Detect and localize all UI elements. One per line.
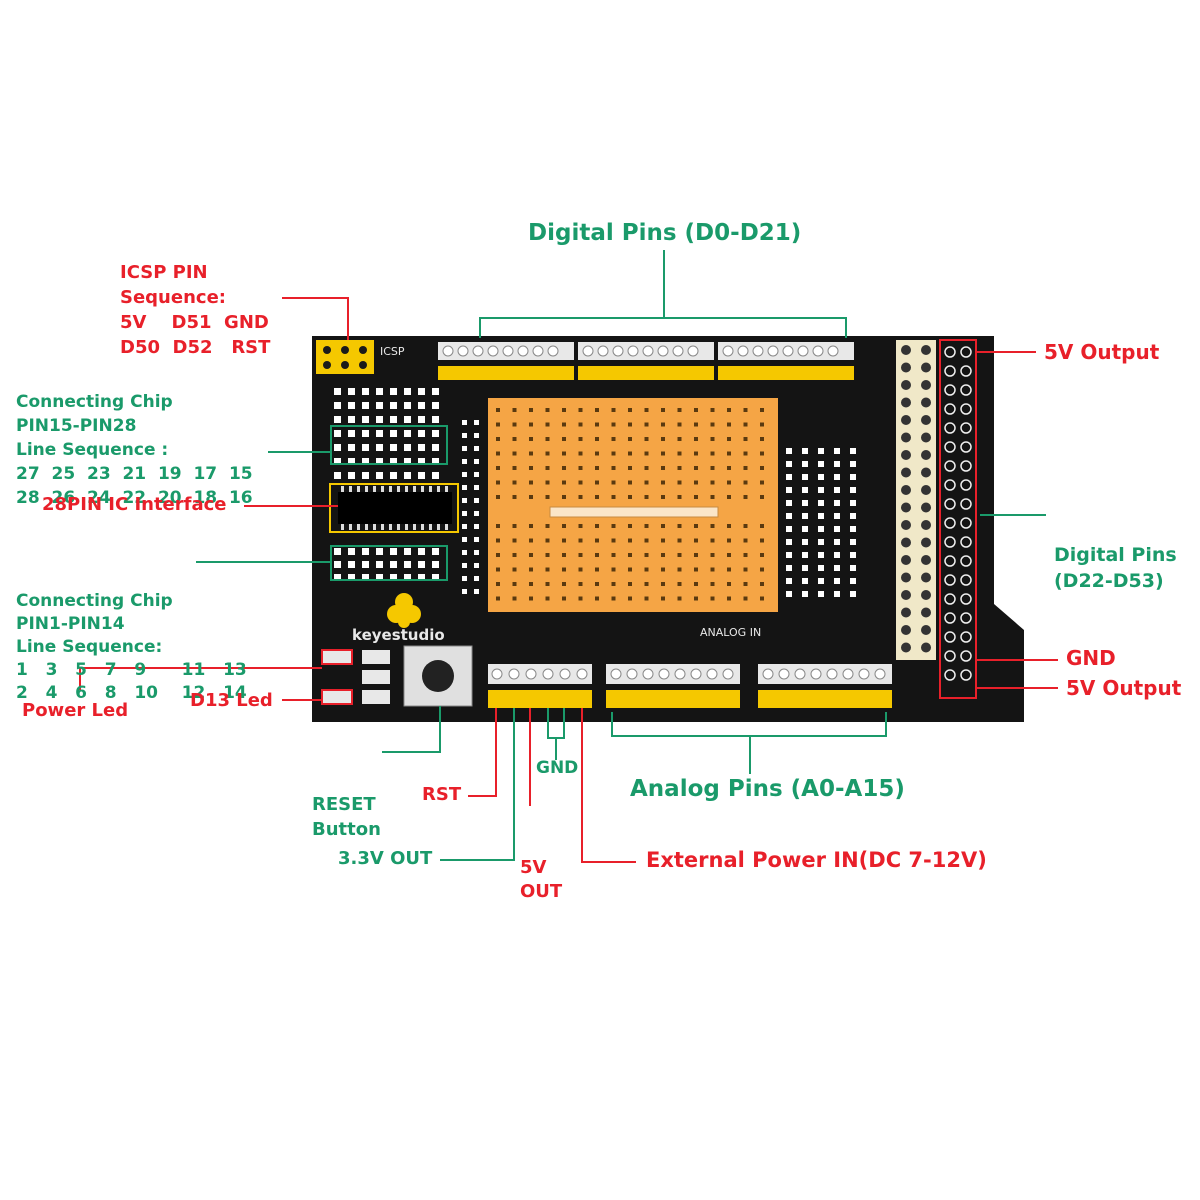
digital-double-header	[896, 340, 936, 660]
mini-breadboard	[488, 398, 778, 612]
analog-in-silk: ANALOG IN	[700, 626, 761, 639]
digital-right-female	[939, 339, 977, 699]
digital-top-line	[479, 317, 847, 338]
chip-high-box	[330, 425, 448, 465]
power-female	[488, 690, 592, 708]
brand-silk: keyestudio	[352, 626, 445, 644]
digital-top-label: Digital Pins (D0-D21)	[528, 220, 802, 246]
analog-label: Analog Pins (A0-A15)	[630, 776, 905, 802]
power-led	[321, 649, 353, 665]
icsp-line	[282, 297, 349, 340]
analog-female-2	[758, 690, 892, 708]
breadboard-channel	[549, 506, 719, 518]
ic-chip	[338, 492, 452, 524]
digital-female-3	[718, 366, 854, 380]
power-led-label: Power Led	[22, 700, 129, 721]
d13-led-label: D13 Led	[190, 690, 273, 711]
keyestudio-logo	[387, 593, 421, 628]
digital-female-1	[438, 366, 574, 380]
power-header	[488, 664, 592, 684]
digital-right-label: Digital Pins(D22-D53)	[1054, 544, 1177, 592]
analog-header-1	[606, 664, 740, 684]
gnd-right-label: GND	[1066, 646, 1116, 670]
d13-led	[321, 689, 353, 705]
five-v-bottom-label: 5V Output	[1066, 676, 1182, 700]
analog-header-2	[758, 664, 892, 684]
icsp-silk: ICSP	[380, 345, 405, 358]
ic-outline	[329, 483, 459, 533]
digital-female-2	[578, 366, 714, 380]
rst-label: RST	[422, 784, 462, 805]
five-v-top-label: 5V Output	[1044, 340, 1160, 364]
ext-power-label: External Power IN(DC 7-12V)	[646, 848, 987, 872]
three-v3-label: 3.3V OUT	[338, 848, 433, 869]
gnd-bottom-label: GND	[536, 758, 579, 778]
analog-female-1	[606, 690, 740, 708]
ic-interface-label: 28PIN IC Interface	[42, 494, 227, 515]
